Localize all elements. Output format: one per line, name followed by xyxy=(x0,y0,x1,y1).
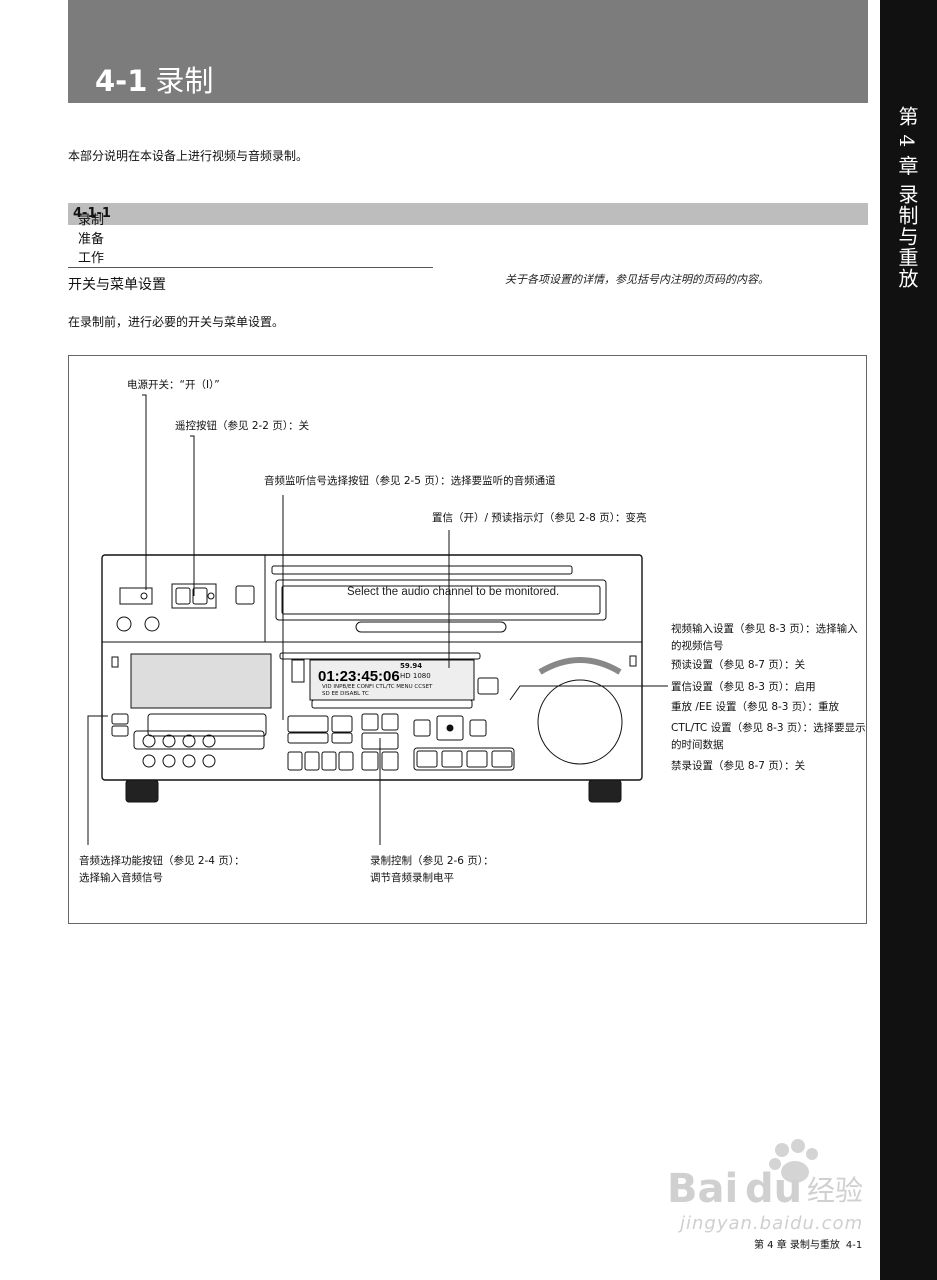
svg-text:经验: 经验 xyxy=(807,1174,863,1207)
switches-heading: 开关与菜单设置 xyxy=(68,277,166,293)
device-menu-top: VID INPB/EE CONFI CTL/TC MENU CCSET xyxy=(322,684,433,690)
svg-text:du: du xyxy=(745,1166,802,1210)
callout-video-input: 视频输入设置（参见 8-3 页）：选择输入的视频信号 xyxy=(671,623,858,652)
chapter-tab-label: 第 4 章 录制与重放 xyxy=(895,106,919,289)
lead-text: 在录制前，进行必要的开关与菜单设置。 xyxy=(68,315,285,329)
side-note: 关于各项设置的详情，参见括号内注明的页码的内容。 xyxy=(505,273,769,286)
callout-audio-select: 音频选择功能按钮（参见 2-4 页）：选择输入音频信号 xyxy=(79,855,245,884)
intro-text: 本部分说明在本设备上进行视频与音频录制。 xyxy=(68,149,309,163)
baidu-watermark-logo: Bai du 经验 xyxy=(667,1139,863,1210)
callout-ctl-tc: CTL/TC 设置（参见 8-3 页）：选择要显示的时间数据 xyxy=(671,722,866,751)
device-format: HD 1080 xyxy=(400,672,431,680)
chapter-tab: 第 4 章 录制与重放 xyxy=(880,0,937,1280)
callout-inhibit: 禁录设置（参见 8-7 页）：关 xyxy=(671,760,806,772)
callout-playback-ee: 重放 /EE 设置（参见 8-3 页）：重放 xyxy=(671,701,840,713)
watermark-url: jingyan.baidu.com xyxy=(680,1213,864,1234)
subsection-bar: 4-1-1 录制准备工作 xyxy=(68,203,868,266)
callout-audio-monitor: 音频监听信号选择按钮（参见 2-5 页）：选择要监听的音频通道 xyxy=(264,475,556,487)
figure-frame xyxy=(68,355,867,924)
heading-rule xyxy=(68,267,433,268)
device-menu-bottom: SD EE DISABL TC xyxy=(322,691,369,697)
callout-power: 电源开关：“开（I）” xyxy=(127,379,220,391)
svg-text:Bai: Bai xyxy=(667,1166,738,1210)
device-timecode: 01:23:45:06 xyxy=(318,668,400,685)
callout-preread-setting: 预读设置（参见 8-7 页）：关 xyxy=(671,659,806,671)
device-fps: 59.94 xyxy=(400,662,423,670)
callout-remote: 遥控按钮（参见 2-2 页）：关 xyxy=(175,420,310,432)
callout-rec-control: 录制控制（参见 2-6 页）：调节音频录制电平 xyxy=(370,855,494,884)
device-screen-message: Select the audio channel to be monitored… xyxy=(347,586,560,598)
subsection-heading: 4-1-1 录制准备工作 xyxy=(73,206,111,266)
callout-confi-setting: 置信设置（参见 8-3 页）：启用 xyxy=(671,681,816,693)
callout-preread-lamp: 置信（开）/ 预读指示灯（参见 2-8 页）：变亮 xyxy=(432,512,647,524)
